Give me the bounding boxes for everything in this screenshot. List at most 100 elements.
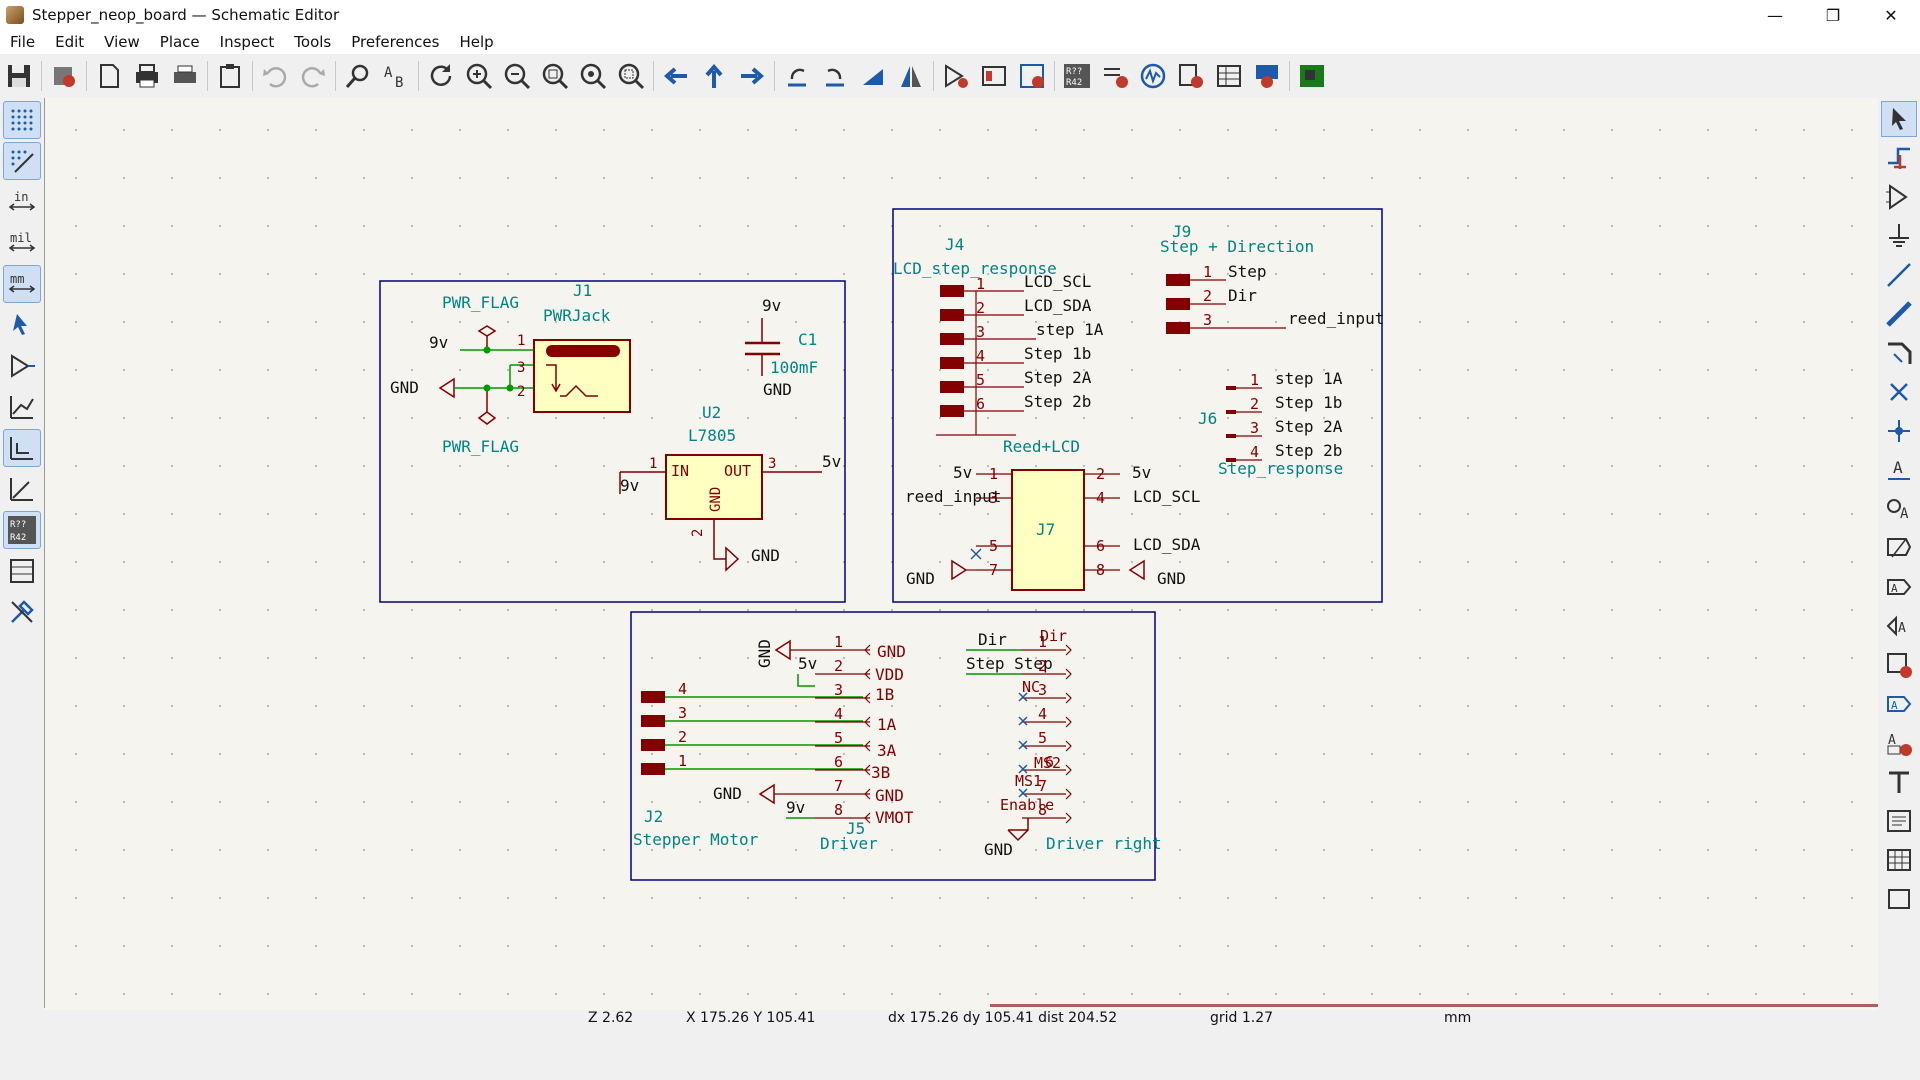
rotate-cw-icon[interactable] xyxy=(816,57,854,95)
u2-symbol[interactable] xyxy=(665,454,763,520)
junction xyxy=(483,384,491,392)
global-label-icon[interactable] xyxy=(1881,530,1917,566)
add-wire-icon[interactable] xyxy=(1881,257,1917,293)
select-arrow-icon[interactable] xyxy=(1881,101,1917,137)
menu-place[interactable]: Place xyxy=(159,33,200,51)
line-mode-45-icon[interactable] xyxy=(3,470,41,508)
hidden-pins-icon[interactable] xyxy=(3,347,41,385)
zoom-selection-icon[interactable] xyxy=(612,57,650,95)
highlight-net-icon[interactable] xyxy=(1881,140,1917,176)
import-sheet-pin-icon[interactable]: A xyxy=(1881,686,1917,722)
j6-symbol[interactable] xyxy=(1226,386,1262,462)
j4-symbol[interactable] xyxy=(936,285,1036,436)
maximize-button[interactable]: ❐ xyxy=(1825,5,1841,25)
u2-in-pin: IN xyxy=(671,462,689,480)
simulator-icon[interactable] xyxy=(1134,57,1172,95)
hierarchy-panel-icon[interactable] xyxy=(3,552,41,590)
properties-tools-icon[interactable] xyxy=(3,593,41,631)
print-icon[interactable] xyxy=(128,57,166,95)
units-mm-button[interactable]: mm xyxy=(3,265,41,303)
add-textbox-icon[interactable] xyxy=(1881,803,1917,839)
symbol-browser-icon[interactable] xyxy=(975,57,1013,95)
j9-symbol[interactable] xyxy=(1166,274,1286,334)
zoom-fit-icon[interactable] xyxy=(536,57,574,95)
menu-preferences[interactable]: Preferences xyxy=(351,33,440,51)
u2-net-in: 9v xyxy=(620,476,639,495)
mirror-horizontal-icon[interactable] xyxy=(892,57,930,95)
erc-icon[interactable] xyxy=(1096,57,1134,95)
units-mil-button[interactable]: mil xyxy=(3,224,41,262)
symbol-editor-icon[interactable] xyxy=(937,57,975,95)
add-symbol-icon[interactable] xyxy=(1881,179,1917,215)
svg-text:A: A xyxy=(384,65,393,81)
junction-icon[interactable] xyxy=(1881,413,1917,449)
footprint-assign-icon[interactable] xyxy=(1013,57,1051,95)
paste-icon[interactable] xyxy=(211,57,249,95)
menu-view[interactable]: View xyxy=(104,33,140,51)
menu-inspect[interactable]: Inspect xyxy=(219,33,275,51)
find-icon[interactable] xyxy=(339,57,377,95)
line-mode-90-icon[interactable] xyxy=(3,429,41,467)
schematic-canvas[interactable]: PWR_FLAG PWR_FLAG J1 PWRJack 9v GND 1 3 … xyxy=(44,98,1878,1010)
annotate-icon[interactable]: R??R42 xyxy=(1058,57,1096,95)
cursor-crosshair-icon[interactable] xyxy=(3,306,41,344)
zoom-in-icon[interactable] xyxy=(460,57,498,95)
add-bus-icon[interactable] xyxy=(1881,296,1917,332)
add-rectangle-icon[interactable] xyxy=(1881,881,1917,917)
rotate-ccw-icon[interactable] xyxy=(778,57,816,95)
add-table-icon[interactable] xyxy=(1881,842,1917,878)
mirror-vertical-icon[interactable] xyxy=(854,57,892,95)
refresh-icon[interactable] xyxy=(422,57,460,95)
net-class-directive-icon[interactable]: A xyxy=(1881,491,1917,527)
driver-right-symbol[interactable] xyxy=(966,644,1072,842)
j7-symbol[interactable] xyxy=(1011,469,1085,591)
redo-icon[interactable] xyxy=(294,57,332,95)
j4-ref: J4 xyxy=(945,235,964,254)
j2-symbol[interactable] xyxy=(641,691,863,775)
pcb-editor-icon[interactable] xyxy=(1293,57,1331,95)
minimize-button[interactable]: — xyxy=(1767,5,1783,25)
hier-sheet-pin-icon[interactable]: A xyxy=(1881,608,1917,644)
driver-right-pin6: 6 xyxy=(1045,753,1054,771)
hier-label-icon[interactable]: A xyxy=(1881,569,1917,605)
j5-symbol[interactable] xyxy=(815,644,871,824)
navigate-forward-icon[interactable] xyxy=(733,57,771,95)
annotate-toggle-icon[interactable]: R??R42 xyxy=(3,511,41,549)
navigate-back-icon[interactable] xyxy=(657,57,695,95)
units-inch-button[interactable]: in xyxy=(3,183,41,221)
bus-entry-icon[interactable] xyxy=(1881,335,1917,371)
undo-icon[interactable] xyxy=(256,57,294,95)
schematic-setup-icon[interactable] xyxy=(45,57,83,95)
fields-table-icon[interactable] xyxy=(1210,57,1248,95)
zoom-objects-icon[interactable] xyxy=(574,57,612,95)
j2-pin3: 3 xyxy=(678,704,687,722)
zoom-out-icon[interactable] xyxy=(498,57,536,95)
no-connect-icon[interactable] xyxy=(1881,374,1917,410)
plot-icon[interactable] xyxy=(166,57,204,95)
import-symbol-icon[interactable]: A xyxy=(1881,725,1917,761)
j4-pin2-num: 2 xyxy=(976,299,985,317)
page-settings-icon[interactable] xyxy=(90,57,128,95)
j2-pin4: 4 xyxy=(678,680,687,698)
line-mode-free-icon[interactable] xyxy=(3,388,41,426)
save-icon[interactable] xyxy=(0,57,38,95)
menu-tools[interactable]: Tools xyxy=(294,33,332,51)
navigate-up-icon[interactable] xyxy=(695,57,733,95)
menu-help[interactable]: Help xyxy=(459,33,494,51)
add-text-icon[interactable] xyxy=(1881,764,1917,800)
status-delta: dx 175.26 dy 105.41 dist 204.52 xyxy=(888,1010,1118,1026)
generate-bom-icon[interactable] xyxy=(1248,57,1286,95)
bom-icon[interactable] xyxy=(1172,57,1210,95)
status-zoom: Z 2.62 xyxy=(588,1010,634,1026)
close-button[interactable]: ✕ xyxy=(1884,5,1898,25)
horizontal-scrollbar[interactable] xyxy=(990,1004,1878,1007)
grid-toggle-icon[interactable] xyxy=(3,101,41,139)
menu-edit[interactable]: Edit xyxy=(55,33,85,51)
menu-file[interactable]: File xyxy=(10,33,36,51)
add-power-icon[interactable] xyxy=(1881,218,1917,254)
net-label-icon[interactable]: A xyxy=(1881,452,1917,488)
j5-pin5-num: 5 xyxy=(834,729,843,747)
grid-overrides-icon[interactable] xyxy=(3,142,41,180)
add-sheet-icon[interactable] xyxy=(1881,647,1917,683)
